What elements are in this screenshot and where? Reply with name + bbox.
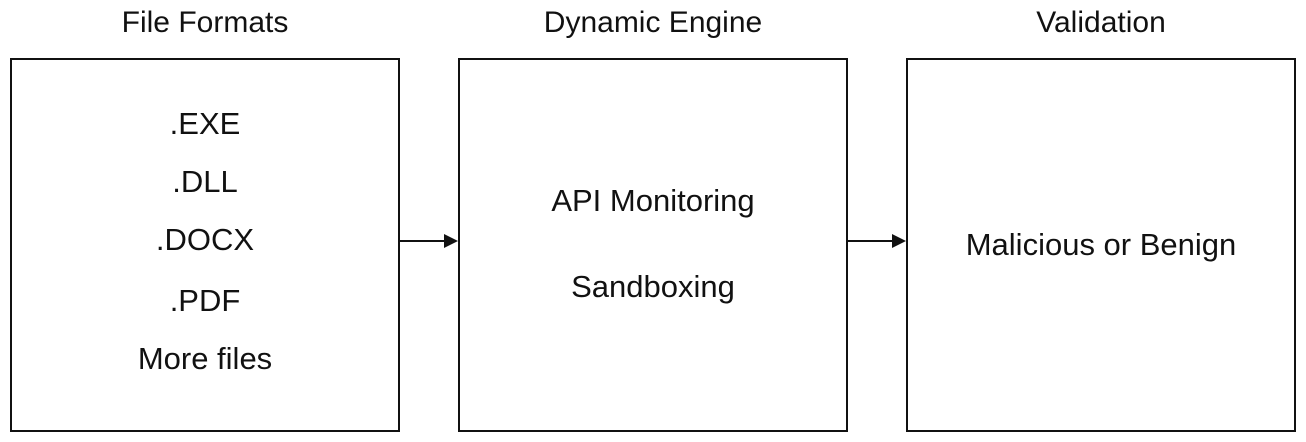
file-format-more-files: More files: [137, 341, 273, 376]
file-format-exe: .EXE: [169, 106, 241, 141]
validation-box: Malicious or Benign: [906, 58, 1296, 432]
api-monitoring-label: API Monitoring: [551, 183, 755, 218]
sandboxing-label: Sandboxing: [571, 269, 735, 304]
dynamic-engine-box: API Monitoring Sandboxing: [458, 58, 848, 432]
arrow-head-icon: [444, 234, 458, 248]
file-format-pdf: .PDF: [169, 283, 241, 318]
arrow-formats-to-engine: [400, 234, 458, 248]
dynamic-engine-heading: Dynamic Engine: [543, 6, 763, 39]
validation-heading: Validation: [1036, 6, 1166, 39]
verdict-label: Malicious or Benign: [965, 227, 1237, 262]
arrow-head-icon: [892, 234, 906, 248]
file-formats-heading: File Formats: [121, 6, 289, 39]
arrow-engine-to-validation: [848, 234, 906, 248]
file-format-dll: .DLL: [172, 164, 238, 199]
file-format-docx: .DOCX: [155, 222, 255, 257]
file-formats-box: .EXE .DLL .DOCX .PDF More files: [10, 58, 400, 432]
